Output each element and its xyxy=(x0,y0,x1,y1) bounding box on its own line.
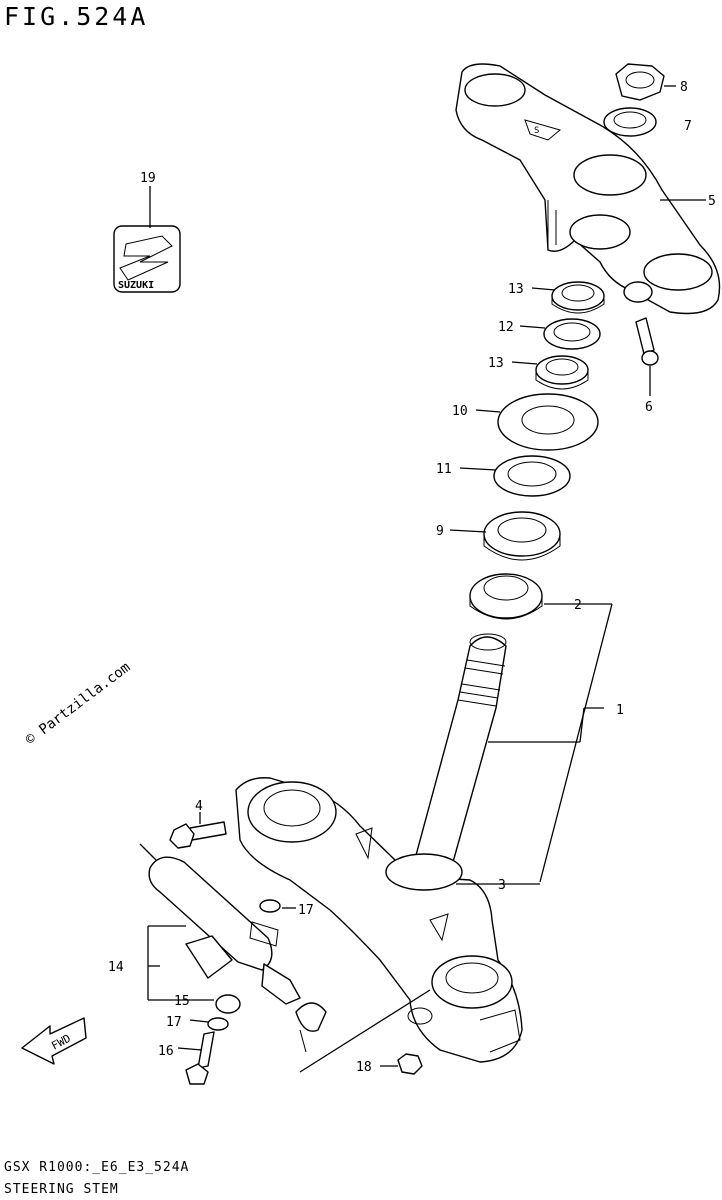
damper-washer[interactable] xyxy=(207,1017,229,1031)
lock-nut-lower[interactable] xyxy=(535,355,589,390)
upper-bracket[interactable]: S xyxy=(455,63,721,315)
steering-damper[interactable] xyxy=(139,843,327,1053)
callout-16[interactable]: 16 xyxy=(158,1044,174,1059)
figure-title: FIG.524A xyxy=(4,2,149,31)
svg-text:S: S xyxy=(534,126,539,136)
bearing-washer[interactable] xyxy=(493,455,571,497)
callout-5[interactable]: 5 xyxy=(708,194,716,209)
callout-18[interactable]: 18 xyxy=(356,1060,372,1075)
callout-1[interactable]: 1 xyxy=(616,703,624,718)
callout-15[interactable]: 15 xyxy=(174,994,190,1009)
callout-10[interactable]: 10 xyxy=(452,404,468,419)
lock-washer[interactable] xyxy=(543,318,601,350)
stem-nut[interactable] xyxy=(615,63,665,101)
callout-7[interactable]: 7 xyxy=(684,119,692,134)
callout-12[interactable]: 12 xyxy=(498,320,514,335)
bracket-washer[interactable] xyxy=(259,899,281,913)
callout-13-lower[interactable]: 13 xyxy=(488,356,504,371)
suzuki-emblem[interactable]: SUZUKI xyxy=(113,225,181,293)
callout-9[interactable]: 9 xyxy=(436,524,444,539)
callout-17-lower[interactable]: 17 xyxy=(166,1015,182,1030)
emblem-label: SUZUKI xyxy=(118,280,154,291)
callout-2[interactable]: 2 xyxy=(574,598,582,613)
callout-8[interactable]: 8 xyxy=(680,80,688,95)
upper-bearing[interactable] xyxy=(483,511,561,561)
lower-bearing[interactable] xyxy=(469,573,543,620)
callout-13-upper[interactable]: 13 xyxy=(508,282,524,297)
bracket-bolt[interactable] xyxy=(169,821,227,849)
figure-name: STEERING STEM xyxy=(4,1182,119,1197)
lock-nut-upper[interactable] xyxy=(551,281,605,314)
callout-17-upper[interactable]: 17 xyxy=(298,903,314,918)
figure-code: GSX R1000:_E6_E3_524A xyxy=(4,1160,190,1175)
callout-11[interactable]: 11 xyxy=(436,462,452,477)
lower-bracket[interactable] xyxy=(235,777,523,1063)
callout-6[interactable]: 6 xyxy=(645,400,653,415)
damper-bolt[interactable] xyxy=(185,1031,215,1085)
steering-stem[interactable] xyxy=(411,633,507,881)
callout-4[interactable]: 4 xyxy=(195,799,203,814)
watermark: © Partzilla.com xyxy=(23,659,134,748)
dust-seal[interactable] xyxy=(497,393,599,451)
clamp-bolt[interactable] xyxy=(635,317,659,366)
callout-14[interactable]: 14 xyxy=(108,960,124,975)
callouts: 1 2 3 4 5 6 7 8 9 10 11 12 13 13 14 15 1… xyxy=(108,80,716,1075)
damper-collar[interactable] xyxy=(215,994,241,1014)
callout-3[interactable]: 3 xyxy=(498,878,506,893)
stem-washer[interactable] xyxy=(603,107,657,137)
leader-lines xyxy=(147,85,706,1073)
cap-nut[interactable] xyxy=(397,1053,423,1075)
callout-19[interactable]: 19 xyxy=(140,171,156,186)
fwd-arrow: FWD xyxy=(21,1017,87,1065)
